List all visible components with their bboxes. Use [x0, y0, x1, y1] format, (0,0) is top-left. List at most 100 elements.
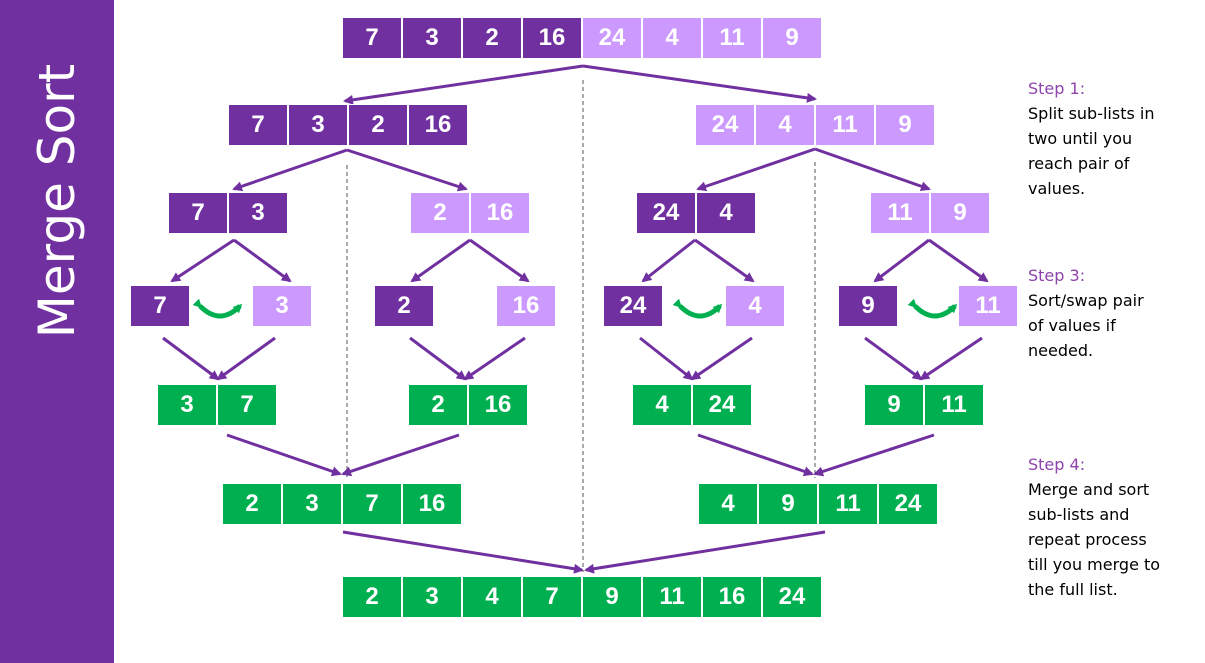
down-arrow: [409, 336, 467, 381]
swap-icon: [672, 298, 723, 319]
step-4-text: Merge and sort sub-lists and repeat proc…: [1028, 480, 1161, 599]
step-3-title: Step 3:: [1028, 266, 1086, 285]
array-cell: 11: [815, 104, 875, 146]
level3-group-4: 24: [603, 285, 663, 327]
array-cell: 7: [228, 104, 288, 146]
array-cell: 4: [698, 483, 758, 525]
level3-group-0: 7: [130, 285, 190, 327]
down-arrow: [233, 238, 292, 283]
down-arrow: [919, 336, 983, 381]
down-arrow: [873, 238, 930, 283]
down-arrow: [232, 148, 348, 192]
swap-icon: [907, 298, 958, 319]
array-cell: 3: [402, 576, 462, 618]
array-cell: 7: [522, 576, 582, 618]
array-cell: 24: [636, 192, 696, 234]
array-cell: 2: [222, 483, 282, 525]
down-arrow: [162, 336, 220, 381]
down-arrow: [584, 530, 826, 574]
step-1-text: Split sub-lists in two until you reach p…: [1028, 104, 1155, 198]
step-4-note: Step 4: Merge and sort sub-lists and rep…: [1028, 452, 1160, 602]
sidebar: Merge Sort: [0, 0, 114, 663]
array-cell: 24: [762, 576, 822, 618]
swap-icon: [192, 298, 243, 319]
array-cell: 7: [342, 483, 402, 525]
step-3-note: Step 3: Sort/swap pair of values if need…: [1028, 263, 1144, 363]
swap-arrows: [192, 298, 958, 319]
array-cell: 7: [168, 192, 228, 234]
step-4-title: Step 4:: [1028, 455, 1086, 474]
array-cell: 4: [696, 192, 756, 234]
down-arrow: [641, 238, 696, 283]
array-cell: 3: [228, 192, 288, 234]
array-cell: 2: [374, 285, 434, 327]
array-cell: 7: [342, 17, 402, 59]
array-cell: 3: [157, 384, 217, 426]
step-1-note: Step 1: Split sub-lists in two until you…: [1028, 76, 1154, 201]
array-cell: 11: [818, 483, 878, 525]
level3-group-3: 16: [496, 285, 556, 327]
dashed-dividers: [346, 80, 816, 572]
down-arrow: [341, 433, 460, 477]
array-cell: 16: [496, 285, 556, 327]
array-cell: 9: [838, 285, 898, 327]
level3-group-6: 9: [838, 285, 898, 327]
array-cell: 2: [462, 17, 522, 59]
array-cell: 24: [692, 384, 752, 426]
array-cell: 24: [878, 483, 938, 525]
array-cell: 9: [875, 104, 935, 146]
array-cell: 24: [582, 17, 642, 59]
down-arrow: [216, 336, 276, 381]
level3-group-1: 3: [252, 285, 312, 327]
array-cell: 16: [470, 192, 530, 234]
down-arrow: [226, 433, 342, 477]
array-cell: 3: [282, 483, 342, 525]
array-cell: 16: [402, 483, 462, 525]
down-arrow: [469, 238, 530, 283]
array-cell: 3: [288, 104, 348, 146]
level3-group-5: 4: [725, 285, 785, 327]
array-cell: 2: [408, 384, 468, 426]
array-cell: 4: [725, 285, 785, 327]
down-arrow: [813, 433, 935, 477]
array-cell: 9: [762, 17, 822, 59]
down-arrow: [697, 433, 814, 477]
array-cell: 9: [930, 192, 990, 234]
down-arrow: [346, 148, 468, 192]
array-cell: 2: [410, 192, 470, 234]
array-cell: 16: [408, 104, 468, 146]
level3-group-7: 11: [958, 285, 1018, 327]
array-cell: 24: [603, 285, 663, 327]
array-cell: 4: [632, 384, 692, 426]
array-cell: 7: [130, 285, 190, 327]
array-cell: 9: [582, 576, 642, 618]
down-arrow: [928, 238, 989, 283]
arrows: [162, 64, 989, 574]
down-arrow: [582, 64, 817, 103]
down-arrow: [639, 336, 694, 381]
array-cell: 16: [522, 17, 582, 59]
array-cell: 3: [252, 285, 312, 327]
array-cell: 11: [702, 17, 762, 59]
array-cell: 11: [958, 285, 1018, 327]
down-arrow: [814, 147, 931, 192]
down-arrow: [864, 336, 923, 381]
step-1-title: Step 1:: [1028, 79, 1086, 98]
array-cell: 7: [217, 384, 277, 426]
array-cell: 16: [702, 576, 762, 618]
down-arrow: [342, 530, 584, 574]
array-cell: 11: [870, 192, 930, 234]
array-cell: 2: [348, 104, 408, 146]
